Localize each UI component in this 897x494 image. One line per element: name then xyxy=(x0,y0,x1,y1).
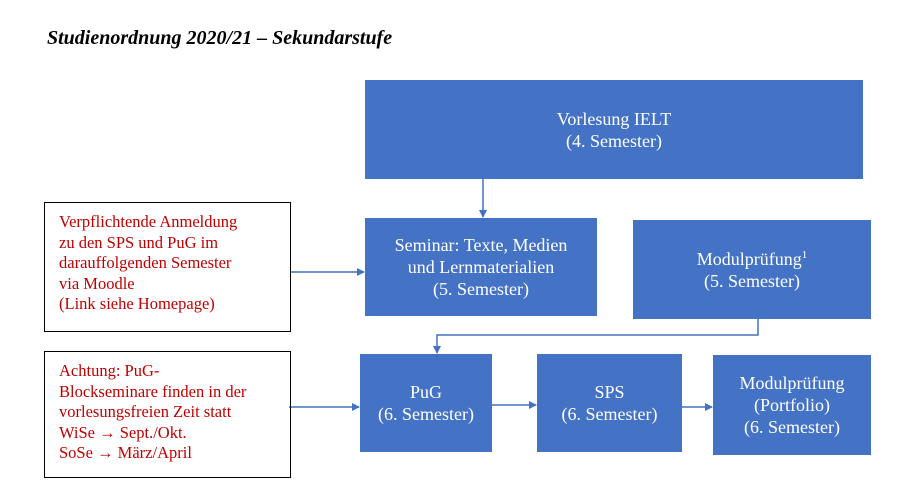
footnote-marker: 1 xyxy=(801,248,808,261)
arrow-modulpruefung-to-pug xyxy=(433,319,759,354)
box-modulpruefung-5: Modulprüfung1 (5. Semester) xyxy=(633,220,871,319)
box-semester: (4. Semester) xyxy=(566,130,662,151)
box-label: Modulprüfung1 xyxy=(697,248,808,270)
box-modulpruefung-portfolio: Modulprüfung (Portfolio) (6. Semester) xyxy=(713,355,871,455)
note-line: (Link siehe Homepage) xyxy=(59,294,215,313)
box-vorlesung-ielt: Vorlesung IELT (4. Semester) xyxy=(365,80,863,179)
note-line: via Moodle xyxy=(59,273,135,293)
box-sps: SPS (6. Semester) xyxy=(537,354,682,452)
note-line: WiSe → Sept./Okt. xyxy=(59,422,187,442)
box-label: Seminar: Texte, Medien xyxy=(394,235,568,255)
note-line: zu den SPS und PuG im xyxy=(59,232,219,252)
box-semester: (5. Semester) xyxy=(704,270,800,291)
box-semester: (6. Semester) xyxy=(378,404,474,424)
page-title: Studienordnung 2020/21 – Sekundarstufe xyxy=(47,27,393,49)
box-semester: (6. Semester) xyxy=(561,404,658,424)
box-label: Modulprüfung xyxy=(739,373,845,393)
note-line: Verpflichtende Anmeldung xyxy=(59,212,238,231)
box-seminar: Seminar: Texte, Medien und Lernmateriali… xyxy=(365,218,597,316)
box-label: (Portfolio) xyxy=(754,395,830,415)
box-label: Vorlesung IELT xyxy=(556,108,672,129)
note-line: darauffolgenden Semester xyxy=(59,253,232,272)
note-line: SoSe → März/April xyxy=(59,443,192,462)
box-label-text: Modulprüfung xyxy=(696,248,802,269)
box-label: und Lernmaterialien xyxy=(407,257,555,277)
box-label: SPS xyxy=(594,382,625,402)
box-pug: PuG (6. Semester) xyxy=(360,354,492,452)
box-semester: (5. Semester) xyxy=(433,279,529,299)
note-line: vorlesungsfreien Zeit statt xyxy=(59,402,232,421)
box-semester: (6. Semester) xyxy=(744,417,840,437)
box-label: PuG xyxy=(409,382,442,402)
note-line: Achtung: PuG- xyxy=(59,361,160,380)
note-achtung: Achtung: PuG- Blockseminare finden in de… xyxy=(44,351,291,478)
note-anmeldung: Verpflichtende Anmeldung zu den SPS und … xyxy=(44,202,291,332)
note-line: Blockseminare finden in der xyxy=(59,381,247,401)
